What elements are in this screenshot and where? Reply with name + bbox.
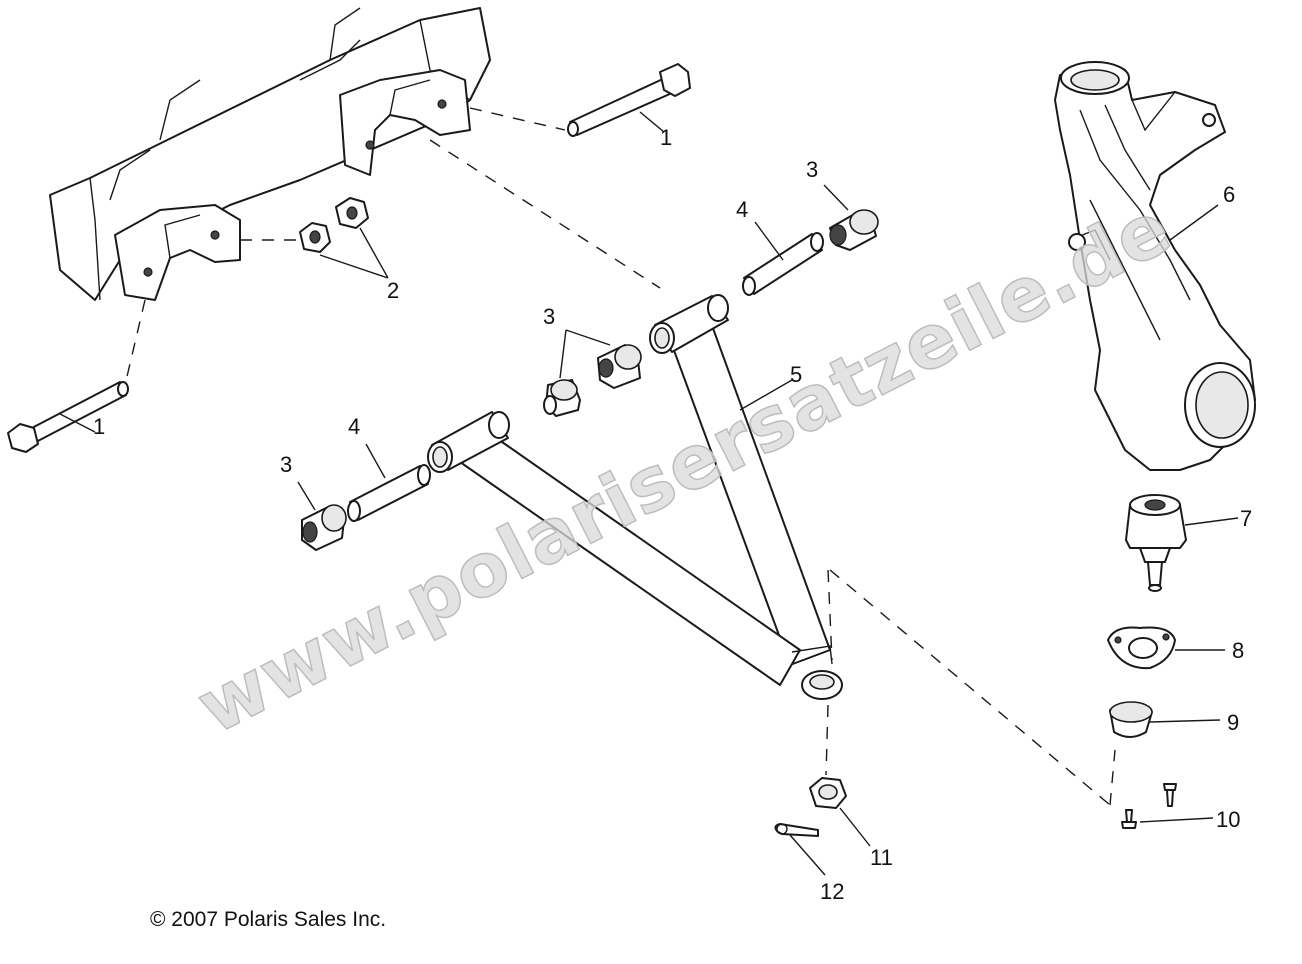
screws: [1121, 783, 1177, 829]
callout-numbers: 1 1 2 3 3 3 4 4 5 6 7 8 9 10 11 12: [93, 125, 1252, 904]
retainer-plate: [1107, 626, 1176, 670]
cotter-pin: [774, 823, 819, 837]
bushing-middle-b: [543, 379, 581, 417]
callout-spindle: 6: [1223, 182, 1235, 207]
sleeve-lower: [347, 464, 431, 522]
spindle: [1054, 61, 1256, 471]
sleeve-upper: [742, 232, 824, 296]
callout-bushing-middle: 3: [543, 304, 555, 329]
callout-screws: 10: [1216, 807, 1240, 832]
callout-cotter-pin: 12: [820, 879, 844, 904]
callout-retainer-plate: 8: [1232, 638, 1244, 663]
ball-joint: [1125, 494, 1187, 592]
bolt-upper: [567, 63, 691, 137]
callout-a-arm: 5: [790, 362, 802, 387]
callout-sleeve-upper: 4: [736, 197, 748, 222]
callout-bolt-upper: 1: [660, 125, 672, 150]
assembly-lines: [124, 107, 1116, 806]
castle-nut: [809, 777, 847, 809]
bushing-right-upper: [829, 209, 879, 251]
callout-nuts: 2: [387, 278, 399, 303]
bushing-middle-a: [597, 344, 642, 389]
copyright-notice: © 2007 Polaris Sales Inc.: [150, 908, 387, 931]
callout-sleeve-lower: 4: [348, 414, 360, 439]
callout-bushing-left: 3: [280, 452, 292, 477]
callout-bolt-lower: 1: [93, 414, 105, 439]
callout-castle-nut: 11: [870, 845, 893, 870]
leader-lines: [59, 111, 1239, 876]
a-arm: [427, 294, 843, 700]
frame-section: [49, 7, 491, 301]
callout-bushing-right-upper: 3: [806, 157, 818, 182]
bolt-lower: [7, 381, 129, 453]
callout-ball-joint: 7: [1240, 506, 1252, 531]
watermark-text: www.polarisersatzeile.de: [184, 185, 1184, 751]
nuts: [299, 197, 369, 253]
callout-boot: 9: [1227, 710, 1239, 735]
boot: [1109, 701, 1153, 738]
bushing-left: [301, 504, 347, 551]
